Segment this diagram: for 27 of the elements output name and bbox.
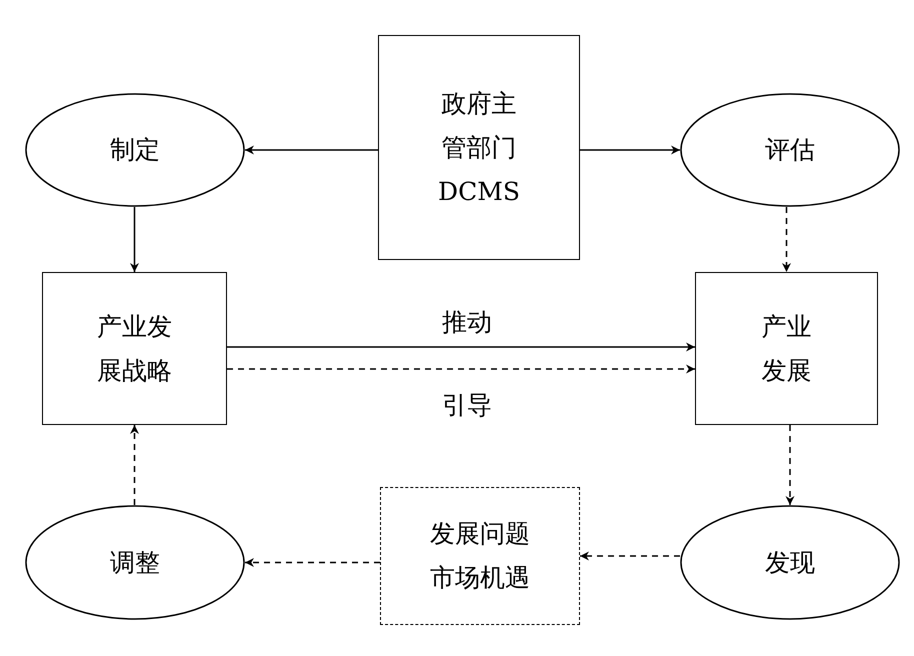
- arrow: [580, 552, 680, 560]
- ellipse-node: [680, 505, 900, 620]
- arrow: [130, 207, 139, 272]
- ellipse-node: [25, 505, 245, 620]
- arrow: [130, 425, 139, 505]
- process-box: [378, 35, 580, 260]
- arrow: [227, 364, 695, 374]
- process-box: [695, 272, 878, 425]
- arrow: [786, 425, 794, 505]
- node-label: 政府主管部门DCMS: [437, 88, 521, 208]
- arrow: [227, 342, 695, 352]
- ellipse-node: [25, 93, 245, 207]
- node-label: 产业发展: [760, 310, 812, 386]
- process-box: [42, 272, 227, 425]
- node-label: 调整: [110, 546, 160, 578]
- node-label: 市场机遇: [430, 562, 530, 594]
- node-label: 产业发展战略: [96, 310, 173, 386]
- node-label: 发现: [765, 546, 815, 578]
- arrow: [245, 558, 380, 567]
- arrow: [580, 146, 680, 154]
- node-label: 发展问题: [430, 518, 530, 550]
- arrow: [245, 146, 378, 154]
- node-label: 制定: [110, 134, 160, 166]
- dashed-box: [380, 487, 580, 625]
- ellipse-node: [680, 93, 900, 207]
- node-label: 评估: [765, 134, 815, 166]
- arrow: [782, 207, 791, 272]
